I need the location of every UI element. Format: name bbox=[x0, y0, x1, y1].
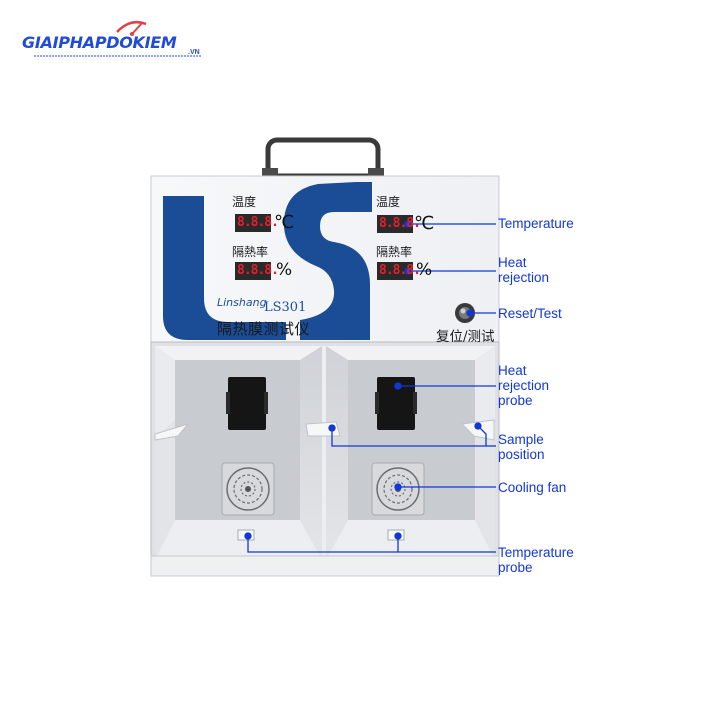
callout-heat-rejection: Heat rejection bbox=[498, 255, 550, 285]
heat-label-right: 隔熱率 bbox=[376, 245, 413, 259]
callout-temperature: Temperature bbox=[498, 216, 574, 231]
callout-temperature-probe: Temperature probe bbox=[498, 545, 574, 575]
led-temp-left: 8.8.8. bbox=[237, 215, 279, 230]
temp-label-right: 温度 bbox=[376, 195, 401, 209]
brand-letter-s bbox=[283, 182, 372, 340]
brand-letter-l bbox=[163, 196, 286, 340]
callout-reset-test: Reset/Test bbox=[498, 306, 562, 321]
callout-heat-probe: Heat rejection probe bbox=[498, 363, 550, 408]
callout-cooling-fan: Cooling fan bbox=[498, 480, 567, 495]
display-heat-right bbox=[377, 262, 413, 280]
temp-label-left: 温度 bbox=[232, 195, 257, 209]
heat-unit-left: % bbox=[276, 260, 293, 280]
carry-handle bbox=[262, 137, 384, 179]
heat-unit-right: % bbox=[416, 260, 433, 280]
brand-logo-text: Linshang bbox=[217, 296, 267, 309]
display-temp-left bbox=[235, 214, 271, 232]
callout-sample-position: Sample position bbox=[498, 432, 545, 462]
temp-unit-left: ℃ bbox=[274, 212, 295, 233]
led-heat-right: 8.8.8. bbox=[379, 263, 421, 278]
cooling-fan-left bbox=[221, 462, 275, 516]
led-heat-left: 8.8.8. bbox=[237, 263, 279, 278]
display-heat-left bbox=[235, 262, 271, 280]
heat-probe-right bbox=[375, 377, 417, 430]
reset-label-cn: 复位/测试 bbox=[436, 329, 495, 345]
watermark-suffix: .VN bbox=[188, 49, 200, 56]
device-name: 隔热膜测试仪 bbox=[217, 320, 311, 338]
heat-label-left: 隔熱率 bbox=[232, 245, 269, 259]
temp-unit-right: ℃ bbox=[414, 213, 435, 234]
model-number: LS301 bbox=[264, 300, 307, 315]
led-temp-right: 8.8.8. bbox=[379, 216, 421, 231]
heat-probe-left bbox=[226, 377, 268, 430]
display-temp-right bbox=[377, 215, 413, 233]
watermark-logo bbox=[34, 21, 202, 57]
callout-lines bbox=[244, 220, 496, 553]
watermark-text: GIAIPHAPDOKIEM bbox=[22, 33, 177, 52]
